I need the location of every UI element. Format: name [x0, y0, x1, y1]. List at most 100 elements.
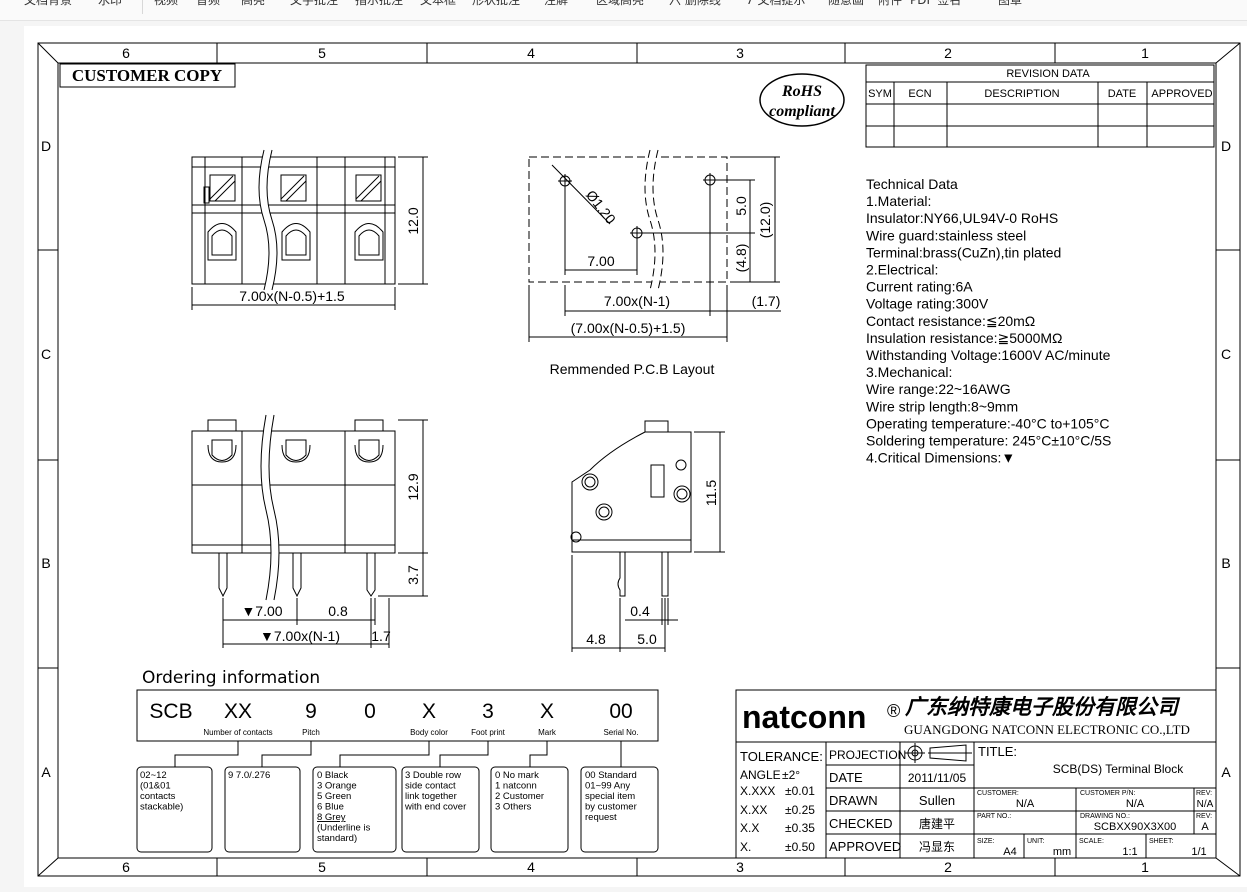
toolbar-item-textbox[interactable]: 文本框	[420, 0, 457, 7]
pcb-layout: Ø1.20 5.0 (4.8) (12.0) 7.00 7.00x(N-1) (…	[528, 149, 781, 377]
unit-label: UNIT:	[1027, 838, 1045, 845]
order-option-line: side contact	[405, 781, 456, 792]
toolbar-item-background[interactable]: 文档背景	[24, 0, 73, 7]
checked-label: CHECKED	[829, 816, 893, 831]
order-code-label: Serial No.	[603, 728, 638, 737]
tolerance-key: ANGLE	[740, 768, 781, 782]
toolbar-item-pointer-note[interactable]: 指示批注	[355, 0, 404, 7]
toolbar-item-comment[interactable]: 注解	[544, 0, 569, 7]
drawn-label: DRAWN	[829, 793, 878, 808]
row-label: D	[41, 138, 51, 154]
toolbar-item-shape-note[interactable]: 形状批注	[472, 0, 521, 7]
revision-table: REVISION DATA SYM ECN DESCRIPTION DATE A…	[865, 64, 1215, 148]
tech-data-line: Soldering temperature: 245°C±10°C/5S	[866, 433, 1111, 449]
pcb-700-dimension: 7.00	[587, 253, 614, 269]
order-option-line: special item	[585, 791, 635, 802]
toolbar-item-video[interactable]: 视频	[154, 0, 179, 7]
column-label: 1	[1141, 45, 1149, 61]
side-04-dimension: 0.4	[630, 603, 650, 619]
column-label: 1	[1141, 859, 1149, 875]
order-option-line: 1 natconn	[495, 781, 537, 792]
tech-data-line: Insulator:NY66,UL94V-0 RoHS	[866, 210, 1058, 226]
toolbar-item-area-highlight[interactable]: 区域高亮	[596, 0, 645, 7]
revision-header: SYM	[868, 88, 892, 100]
column-label: 6	[122, 859, 130, 875]
ordering-title: Ordering information	[142, 668, 320, 688]
drawn-value: Sullen	[919, 793, 955, 808]
toolbar-item-strikethrough[interactable]: 六 删除线	[669, 0, 721, 7]
order-code-label: Foot print	[471, 728, 506, 737]
bottom-view: 12.9 3.7 ▼7.00 0.8 ▼7.00x(N-1) 1.7	[191, 414, 428, 648]
tolerance-key: X.XXX	[740, 784, 775, 798]
toolbar-item-highlight[interactable]: 高亮	[241, 0, 266, 7]
order-option-line: standard)	[317, 833, 357, 844]
sheet-label: SHEET:	[1149, 838, 1174, 845]
rev-label: REV:	[1196, 790, 1212, 797]
projection-label: PROJECTION	[829, 748, 906, 762]
drawing-sheet: 6 5 4 3 2 1 6 5 4 3 2 1 D C B A D C B A …	[24, 26, 1247, 887]
toolbar-item-stamp[interactable]: 图章	[998, 0, 1023, 7]
bottom-pin-dimension: 3.7	[405, 565, 421, 585]
row-label: B	[41, 555, 50, 571]
order-option-line: (Underline is	[317, 823, 371, 834]
revision-header: DESCRIPTION	[984, 88, 1059, 100]
order-option-line: 6 Blue	[317, 802, 344, 813]
pcb-17-dimension: (1.7)	[752, 293, 781, 309]
order-option-line: 0 No mark	[495, 770, 539, 781]
toolbar-item-audio[interactable]: 音频	[196, 0, 221, 7]
toolbar-item-watermark[interactable]: 水印	[98, 0, 123, 7]
order-option-line: 02~12	[140, 770, 167, 781]
order-option-line: 8 Grey	[317, 812, 346, 823]
rev-value: A	[1201, 821, 1209, 833]
tolerance-value: ±0.50	[785, 840, 815, 854]
drawing-title: SCB(DS) Terminal Block	[1053, 762, 1184, 776]
pcb-pitch-dimension: 7.00x(N-1)	[604, 293, 670, 309]
column-label: 3	[736, 45, 744, 61]
drawing-no-label: DRAWING NO.:	[1080, 813, 1130, 820]
order-option-line: 00 Standard	[585, 770, 637, 781]
tech-data-line: Wire strip length:8~9mm	[866, 398, 1018, 414]
revision-header: APPROVED	[1151, 88, 1212, 100]
tech-data-line: Withstanding Voltage:1600V AC/minute	[866, 347, 1111, 363]
size-value: A4	[1003, 846, 1016, 858]
column-label: 6	[122, 45, 130, 61]
side-50-dimension: 5.0	[637, 631, 657, 647]
toolbar-item-pdf-sign[interactable]: PDF 签名	[910, 0, 962, 7]
tech-data-line: 4.Critical Dimensions:▼	[866, 450, 1015, 466]
unit-value: mm	[1053, 846, 1071, 858]
scale-label: SCALE:	[1079, 838, 1104, 845]
bottom-height-dimension: 12.9	[405, 473, 421, 500]
order-option-line: 3 Others	[495, 802, 532, 813]
customer-label: CUSTOMER:	[977, 790, 1019, 797]
rev-value: N/A	[1197, 799, 1214, 810]
order-code: XX	[224, 700, 252, 723]
order-code: 00	[609, 700, 632, 723]
side-height-dimension: 11.5	[703, 480, 719, 506]
order-code: 0	[364, 700, 376, 723]
toolbar-item-freehand[interactable]: 随意画	[828, 0, 865, 7]
order-option-line: stackable)	[140, 802, 183, 813]
row-label: A	[1221, 764, 1231, 780]
order-code: 9	[305, 700, 317, 723]
order-code: X	[422, 700, 436, 723]
order-option-line: link together	[405, 791, 457, 802]
pcb-total-dimension: (7.00x(N-0.5)+1.5)	[571, 320, 686, 336]
row-label: A	[41, 764, 51, 780]
tolerance-key: X.	[740, 840, 751, 854]
tech-data-line: Technical Data	[866, 176, 958, 192]
toolbar-item-attachment[interactable]: 附件	[878, 0, 903, 7]
order-code: X	[540, 700, 554, 723]
tolerance-key: X.X	[740, 821, 759, 835]
row-label: D	[1221, 138, 1231, 154]
bottom-700-dimension: ▼7.00	[241, 603, 282, 619]
toolbar-item-doc-tip[interactable]: 7 文档提示	[746, 0, 806, 7]
ordering-information: Ordering information SCB XX 9 0 X 3 X 00…	[136, 668, 659, 853]
order-option-line: 5 Green	[317, 791, 351, 802]
toolbar-item-text-note[interactable]: 文字批注	[290, 0, 339, 7]
customer-pn-value: N/A	[1126, 798, 1145, 810]
order-code-label: Body color	[410, 728, 448, 737]
tech-data-line: Insulation resistance:≧5000MΩ	[866, 330, 1063, 346]
column-label: 2	[944, 859, 952, 875]
company-name-cn: 广东纳特康电子股份有限公司	[905, 695, 1181, 719]
